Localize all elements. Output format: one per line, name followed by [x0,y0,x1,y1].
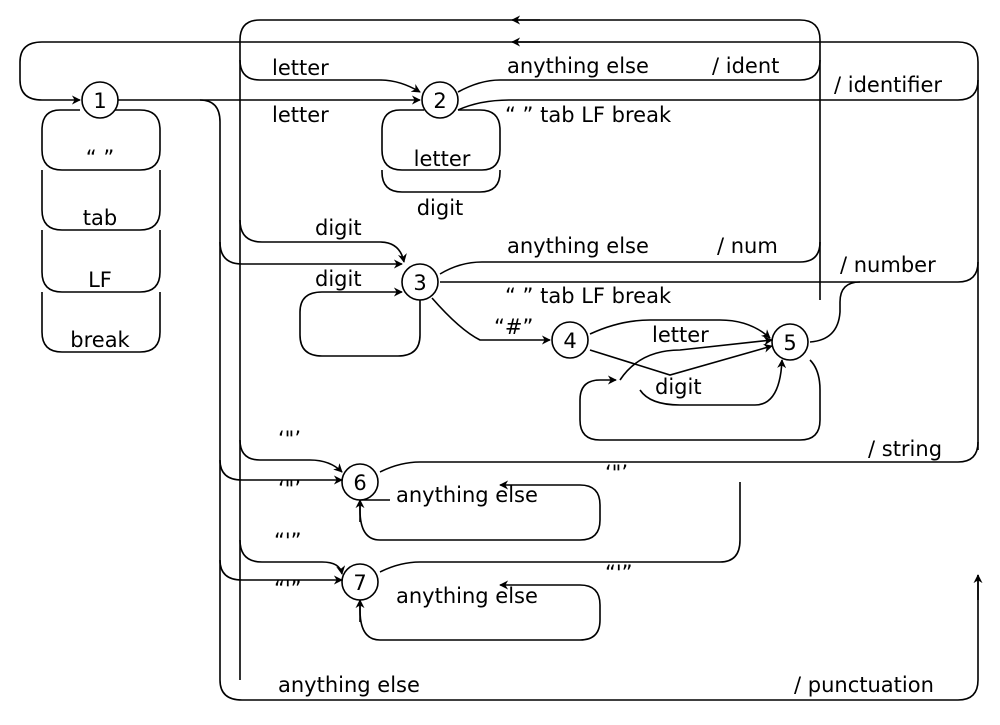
nodes: 1 2 3 4 5 6 7 [81,81,809,601]
state-6: 6 [341,463,379,501]
state-3-label: 3 [413,271,426,295]
loop-1-label-tab: tab [83,206,117,230]
labels: “ ” tab LF break letter letter anything … [70,54,942,697]
loop-1-break [41,292,161,353]
loop-1-tab [41,170,161,231]
edge-3-number [440,261,979,283]
label-num: / num [717,234,778,258]
edge-3-4 [431,297,551,345]
label-whitespace-3: “ ” tab LF break [505,284,672,308]
state-4: 4 [551,321,589,359]
edge-digit-lower-3 [219,241,403,269]
loop-5 [579,359,821,441]
loop-2-label-letter: letter [414,147,471,171]
loop-6-label: anything else [396,483,538,507]
edge-dquote-lower-7 [219,559,343,585]
edge-2-ident [457,59,821,93]
label-hash: “#” [494,315,533,339]
label-digit-45: digit [655,375,702,399]
edge-3-num [439,241,821,275]
state-1: 1 [81,81,119,119]
label-string: / string [868,437,942,461]
loop-7 [359,580,601,641]
label-quote-upper: ‘"’ [278,427,301,451]
loop-1-lf [41,230,161,293]
edges [19,15,983,701]
edge-4-5-digit [589,343,773,376]
edge-dquote-upper-7 [239,539,346,575]
label-digit-upper: digit [315,216,362,240]
label-quote-lower: ‘"’ [278,477,301,501]
loop-2-label-digit: digit [417,196,464,220]
edge-digit-upper-3 [239,219,407,263]
state-2: 2 [421,81,459,119]
loop-1-space [41,109,161,171]
label-punctuation: / punctuation [794,673,934,697]
loop-1-label-lf: LF [88,268,112,292]
state-6-label: 6 [353,471,366,495]
label-letter-45: letter [652,323,709,347]
edge-letter-upper-2 [239,59,421,93]
loop-5-digit [639,359,787,406]
state-3: 3 [401,263,439,301]
state-4-label: 4 [563,329,576,353]
label-dquote-lower: “'” [274,577,302,601]
edge-final-to-1 [19,41,979,450]
loop-2-letter [381,109,501,171]
label-letter-lower: letter [272,103,329,127]
label-letter-upper: letter [272,56,329,80]
label-digit-lower: digit [315,267,362,291]
label-number: / number [840,253,936,277]
state-5-label: 5 [783,331,796,355]
label-anything-else-bottom: anything else [278,673,420,697]
state-7-label: 7 [353,571,366,595]
label-dquote-upper: “'” [274,529,302,553]
loop-7-label: anything else [396,584,538,608]
edge-7-string [379,482,741,573]
state-5: 5 [771,323,809,361]
loop-1-label-space: “ ” [86,146,114,170]
loop-1-label-break: break [70,328,130,352]
loop-3-digit [299,287,421,357]
edge-quote-upper-6 [239,439,343,473]
state-2-label: 2 [433,89,446,113]
edge-1-branch [199,99,979,701]
loop-2-digit [381,170,501,193]
label-quote-close: ‘"’ [605,461,628,485]
edge-2-identifier [457,79,979,111]
label-anything-else-num: anything else [507,234,649,258]
edge-4-5-letter [589,319,771,339]
label-anything-else-ident: anything else [507,54,649,78]
label-whitespace-2: “ ” tab LF break [505,103,672,127]
label-dquote-close: “'” [605,561,633,585]
state-1-label: 1 [93,89,106,113]
loop-5-letter [619,336,773,381]
edge-quote-lower-6 [219,459,343,485]
label-ident: / ident [712,54,779,78]
loop-6 [359,480,601,541]
edge-6-string [379,441,979,473]
state-7: 7 [341,563,379,601]
edge-5-number [809,281,861,343]
label-identifier: / identifier [834,73,942,97]
